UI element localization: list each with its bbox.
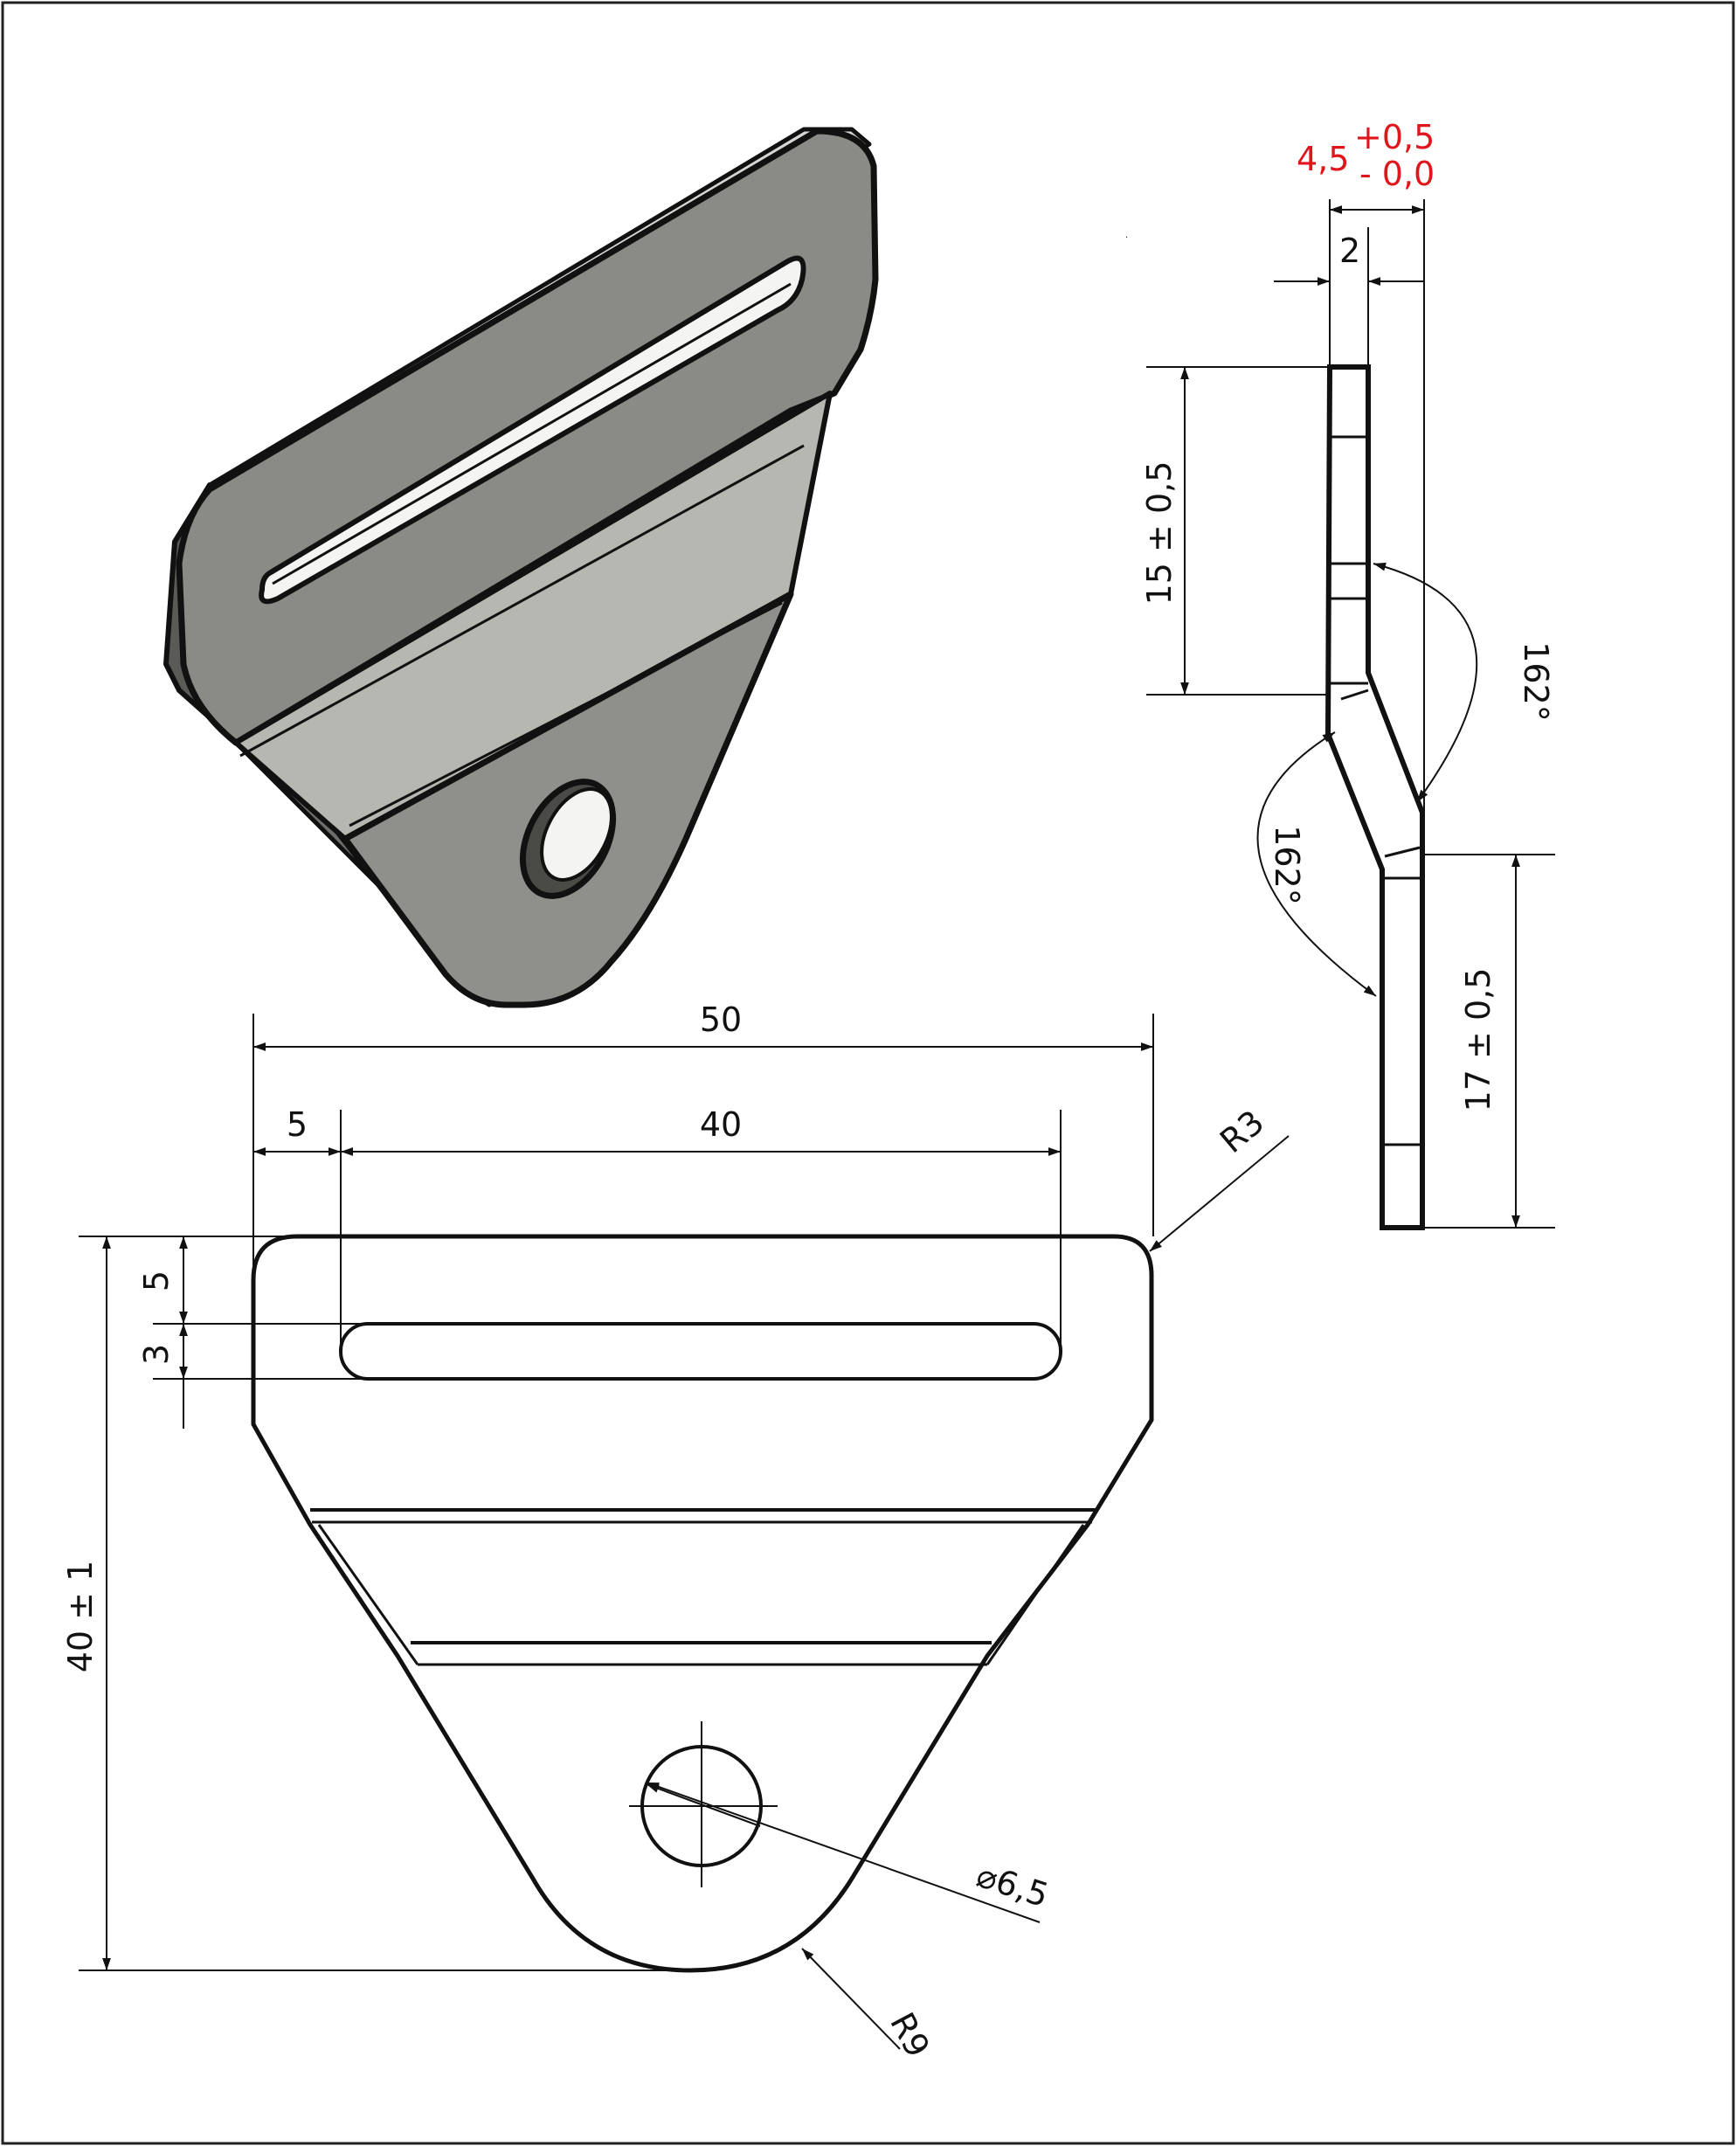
front-slot [339, 1322, 1062, 1381]
corner-radius-label: R3 [1213, 1103, 1271, 1160]
front-view [79, 1014, 1290, 2050]
side-view [1146, 199, 1555, 1230]
bottom-radius-label: R9 [882, 2006, 937, 2063]
hole-diameter-label: ⌀6,5 [972, 1856, 1054, 1915]
lower-flange-length-label: 17 ± 0,5 [1459, 968, 1497, 1112]
stray-mark: . [1125, 231, 1128, 240]
bend-angle-lower-label: 162° [1268, 825, 1306, 905]
side-profile [1324, 364, 1425, 1230]
overall-width-label: 50 [700, 1000, 742, 1039]
slot-top-offset-label: 5 [137, 1270, 176, 1291]
upper-flange-length-label: 15 ± 0,5 [1140, 461, 1179, 606]
iso-slot [259, 255, 806, 605]
overall-height-label: 40 ± 1 [61, 1561, 100, 1673]
thickness-tol-lower: - 0,0 [1359, 155, 1435, 193]
isometric-view [163, 127, 879, 1008]
slot-offset-label: 5 [287, 1105, 308, 1144]
sheet-thickness-label: 2 [1339, 232, 1360, 270]
bend-angle-upper-label: 162° [1517, 641, 1555, 722]
thickness-nominal: 4,5 [1297, 140, 1349, 178]
slot-width-label: 3 [137, 1344, 176, 1365]
slot-length-label: 40 [700, 1105, 742, 1144]
thickness-tol-upper: +0,5 [1354, 118, 1435, 156]
